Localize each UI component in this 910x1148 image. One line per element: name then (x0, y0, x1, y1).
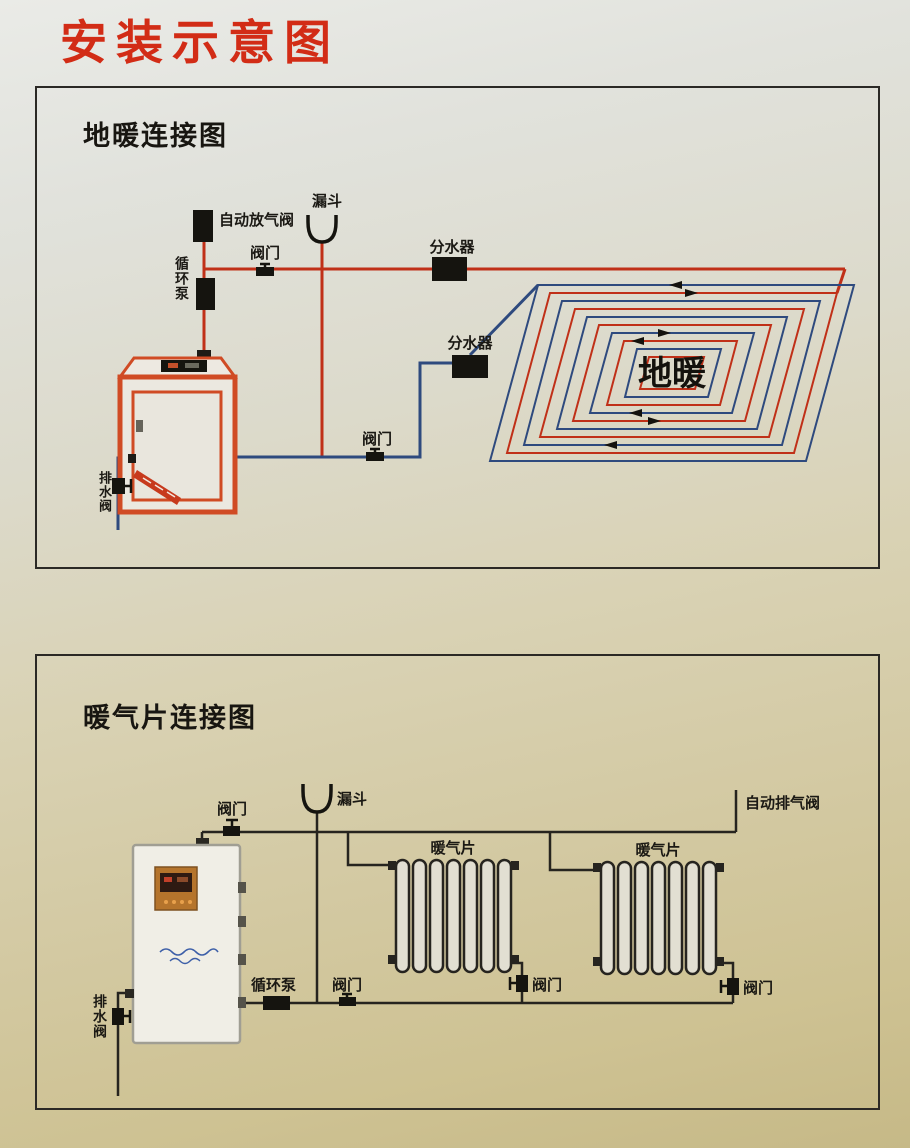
radiator-2 (593, 860, 724, 976)
radiator-diagram: 阀门 漏斗 自动排气阀 暖气片 暖气片 阀门 阀门 循环泵 阀门 (112, 784, 820, 1096)
manifold-upper-label: 分水器 (429, 238, 475, 256)
return-valve-label: 阀门 (332, 976, 362, 994)
radiator-1-valve-icon (508, 975, 528, 992)
manifold-lower-icon (452, 355, 488, 378)
return-valve-icon (339, 992, 356, 1006)
boiler-top-connector (197, 350, 211, 358)
page-title: 安装示意图 (60, 16, 340, 71)
circulation-pump-icon (196, 278, 215, 310)
funnel-icon (301, 784, 333, 814)
boiler-display (161, 360, 207, 372)
boiler-left-connector (128, 454, 136, 463)
boiler-latch (136, 420, 143, 432)
wall-boiler-unit (125, 838, 246, 1045)
supply-valve-label: 阀门 (217, 800, 247, 818)
brand-mark (159, 948, 219, 956)
flow-arrow-icons (604, 281, 698, 449)
funnel-label: 漏斗 (337, 790, 367, 808)
wall-boiler-left-connector (125, 989, 134, 998)
manifold-upper-icon (432, 257, 467, 281)
boiler-unit (117, 350, 238, 515)
return-valve-icon (366, 447, 384, 461)
coil-center-label: 地暖 (638, 354, 707, 394)
drain-valve-label: 排水阀 (91, 994, 107, 1039)
radiator-2-valve-icon (719, 978, 739, 995)
radiator-title: 暖气片连接图 (83, 703, 257, 734)
circulation-pump-label: 循环泵 (251, 976, 296, 994)
radiator-2-label: 暖气片 (635, 841, 680, 859)
supply-valve-icon (256, 262, 274, 276)
funnel-icon (306, 215, 338, 244)
floor-heating-diagram: 地暖 (112, 192, 856, 530)
supply-valve-icon (223, 818, 240, 836)
radiator-1-label: 暖气片 (430, 839, 475, 857)
funnel-label: 漏斗 (312, 192, 342, 210)
drain-valve-icon (112, 478, 133, 494)
auto-exhaust-valve-label: 自动排气阀 (745, 794, 820, 812)
circulation-pump-label: 循环泵 (173, 256, 189, 301)
circulation-pump-icon (263, 996, 290, 1010)
radiator-1 (388, 858, 519, 974)
radiator-2-valve-label: 阀门 (743, 979, 773, 997)
drain-valve-label: 排水阀 (96, 471, 111, 513)
floor-heating-panel: 地暖 (35, 86, 880, 569)
radiator-panel: 阀门 漏斗 自动排气阀 暖气片 暖气片 阀门 阀门 循环泵 阀门 暖气片连接图 … (35, 654, 880, 1110)
wall-boiler-top-connector (196, 838, 209, 846)
return-valve-label: 阀门 (362, 430, 392, 448)
auto-air-release-valve-icon (193, 210, 213, 242)
auto-air-release-valve-label: 自动放气阀 (219, 211, 294, 229)
radiator-pipes (116, 790, 738, 1096)
floor-coil (488, 284, 856, 462)
radiator-1-valve-label: 阀门 (532, 976, 562, 994)
floor-heating-title: 地暖连接图 (83, 121, 228, 152)
drain-valve-icon (112, 1008, 132, 1025)
manifold-lower-label: 分水器 (447, 334, 493, 352)
supply-valve-label: 阀门 (250, 244, 280, 262)
